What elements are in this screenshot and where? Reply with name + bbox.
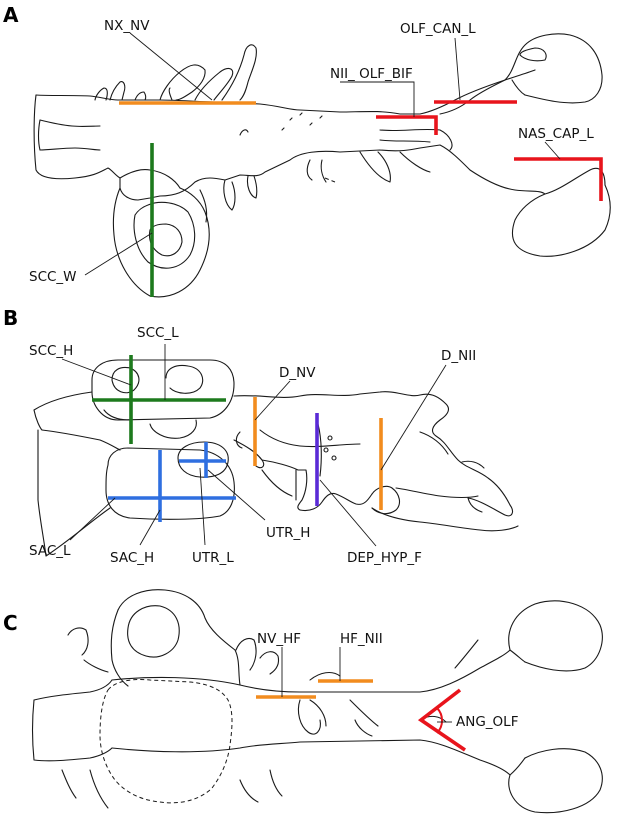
panel-b-letter: B (3, 306, 18, 330)
olf-can-l-label: OLF_CAN_L (400, 21, 476, 37)
panel-c-letter: C (3, 611, 18, 635)
scc-w-label: SCC_W (29, 269, 77, 285)
ang-olf-arc (436, 707, 444, 734)
nas-cap-l-label: NAS_CAP_L (518, 126, 594, 142)
panel-a: A (3, 3, 611, 298)
utr-l-label: UTR_L (192, 550, 234, 566)
panel-c-skull-outline (31, 589, 603, 814)
nx-nv-label: NX_NV (104, 18, 150, 34)
d-nii-label: D_NII (441, 348, 476, 364)
hf-nii-label: HF_NII (340, 631, 383, 647)
sac-l-label: SAC_L (29, 543, 71, 559)
sac-h-label: SAC_H (110, 550, 154, 566)
nii-olf-bif-label: NII_ OLF_BIF (330, 66, 413, 82)
panel-a-skull-outline (33, 33, 611, 298)
nii-olf-bif-measure-line (376, 115, 438, 135)
panel-b: B (3, 306, 519, 566)
dep-hyp-f-label: DEP_HYP_F (347, 550, 422, 566)
scc-l-label: SCC_L (137, 325, 179, 341)
panel-c: C (3, 589, 603, 814)
utr-h-label: UTR_H (266, 525, 310, 541)
panel-b-skull-outline (33, 359, 519, 557)
nas-cap-l-measure-line (514, 157, 603, 201)
nv-hf-label: NV_HF (257, 631, 301, 647)
d-nv-label: D_NV (279, 365, 316, 381)
scc-h-label: SCC_H (29, 343, 73, 359)
ang-olf-measure-line (417, 688, 467, 752)
ang-olf-label: ANG_OLF (456, 714, 518, 730)
panel-a-letter: A (3, 3, 19, 27)
